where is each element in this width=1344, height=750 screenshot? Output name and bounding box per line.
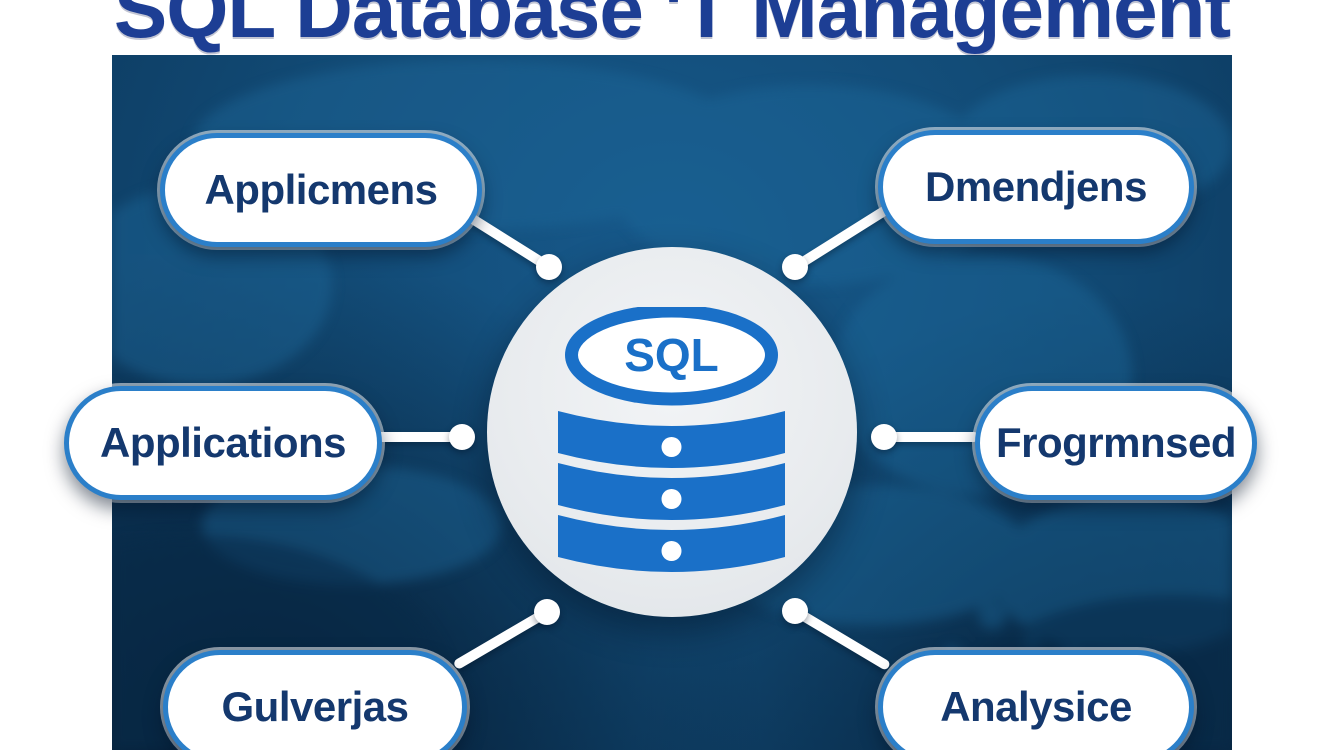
- node-pill-mid-left: Applications: [64, 386, 382, 500]
- connector-dot-bottom-right: [782, 598, 808, 624]
- title-band: [0, 0, 1344, 55]
- connector-dot-top-right: [782, 254, 808, 280]
- connector-dot-bottom-left: [534, 599, 560, 625]
- node-label-bottom-right: Analysice: [940, 683, 1132, 730]
- left-margin-strip: [0, 0, 112, 750]
- database-band-dots: [661, 437, 682, 561]
- sql-label: SQL: [624, 329, 719, 381]
- node-label-mid-right: Frogrmnsed: [995, 419, 1237, 466]
- central-circle: SQL: [487, 247, 857, 617]
- node-label-mid-left: Applications: [99, 419, 347, 466]
- right-margin-strip: [1232, 0, 1344, 750]
- page-title: SQL Database 'T Management: [113, 0, 1231, 54]
- connector-dot-mid-left: [449, 424, 475, 450]
- connector-line-mid-left: [370, 432, 465, 442]
- node-pill-top-right: Dmendjens: [878, 130, 1194, 244]
- node-pill-bottom-left: Gulverjas: [163, 650, 467, 750]
- node-pill-mid-right: Frogrmnsed: [975, 386, 1257, 500]
- node-label-bottom-left: Gulverjas: [221, 683, 409, 730]
- connector-dot-mid-right: [871, 424, 897, 450]
- database-icon: SQL: [558, 307, 785, 572]
- database-top-ellipse: [565, 307, 778, 406]
- connector-line-mid-right: [884, 432, 979, 442]
- connector-dot-top-left: [536, 254, 562, 280]
- node-pill-bottom-right: Analysice: [878, 650, 1194, 750]
- node-pill-top-left: Applicmens: [160, 133, 482, 247]
- node-label-top-left: Applicmens: [204, 166, 438, 213]
- node-label-top-right: Dmendjens: [925, 163, 1147, 210]
